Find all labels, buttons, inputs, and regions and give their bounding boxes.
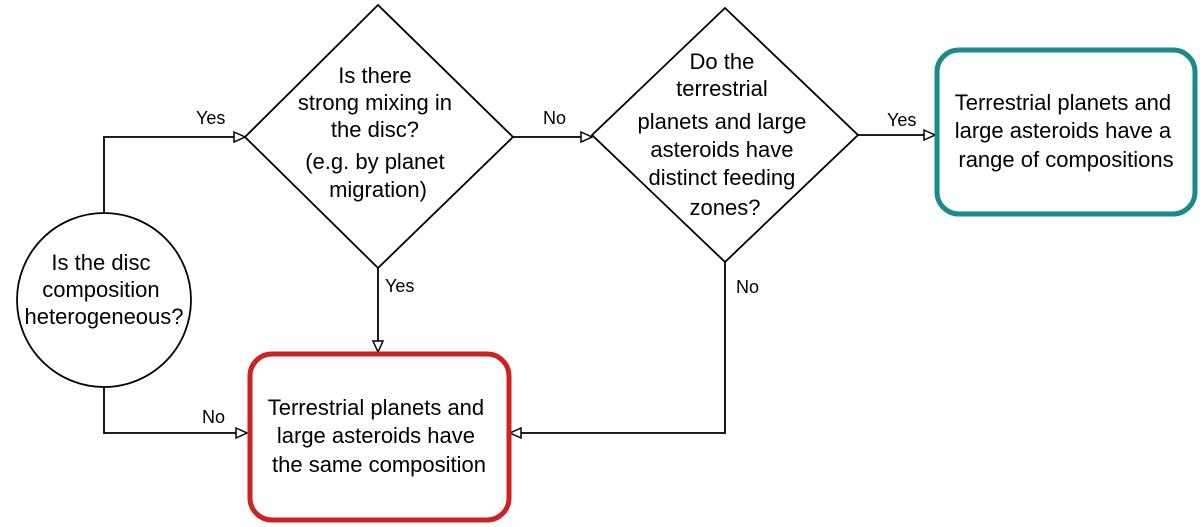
node-mixing-line: (e.g. by planet [305,149,444,174]
node-feeding-line: distinct feeding [649,165,796,190]
node-mixing-label: Is there strong mixing in the disc? (e.g… [298,63,458,202]
node-range-box [934,47,1198,217]
edge-feeding-to-same [510,262,726,433]
node-feeding-line: zones? [690,195,761,220]
edge-label-start-to-mixing: Yes [196,108,225,128]
node-start-label: Is the disc composition heterogeneous? [24,250,183,329]
node-range-line: range of compositions [958,147,1173,172]
node-mixing: Is there strong mixing in the disc? (e.g… [243,3,515,270]
edge-label-start-to-same: No [202,407,225,427]
edge-start-to-same [103,387,247,433]
node-mixing-line: migration) [329,177,427,202]
node-feeding-shape [590,6,860,264]
node-same: Terrestrial planets and large asteroids … [247,351,512,523]
node-mixing-line: Is there [338,63,411,88]
node-feeding-line: Do the [690,49,755,74]
node-start-line: composition [42,277,159,302]
node-range-label: Terrestrial planets and large asteroids … [955,90,1178,172]
node-same-line: large asteroids have [277,423,475,448]
edge-label-mixing-to-same: Yes [385,276,414,296]
node-mixing-line: strong mixing in [298,90,452,115]
node-start-line: Is the disc [51,250,150,275]
edge-label-feeding-to-range: Yes [887,110,916,130]
node-start-line: heterogeneous? [24,304,183,329]
node-feeding: Do the terrestrial planets and large ast… [590,6,860,264]
node-start-shape [16,212,192,388]
edge-start-to-mixing [103,137,245,212]
node-mixing-shape [243,3,515,270]
node-range-line: Terrestrial planets and [955,90,1171,115]
node-range-line: large asteroids have a [955,118,1172,143]
edge-label-feeding-to-same: No [736,277,759,297]
node-same-box [247,351,512,523]
node-start: Is the disc composition heterogeneous? [16,212,192,388]
edge-label-mixing-to-feeding: No [543,108,566,128]
node-mixing-line: the disc? [331,117,419,142]
node-same-line: Terrestrial planets and [268,395,484,420]
node-feeding-line: planets and large [638,109,807,134]
node-feeding-line: terrestrial [676,76,768,101]
node-same-label: Terrestrial planets and large asteroids … [268,395,491,477]
node-range: Terrestrial planets and large asteroids … [934,47,1198,217]
node-feeding-line: asteroids have [650,137,793,162]
node-feeding-label: Do the terrestrial planets and large ast… [638,49,813,220]
node-same-line: the same composition [272,452,486,477]
